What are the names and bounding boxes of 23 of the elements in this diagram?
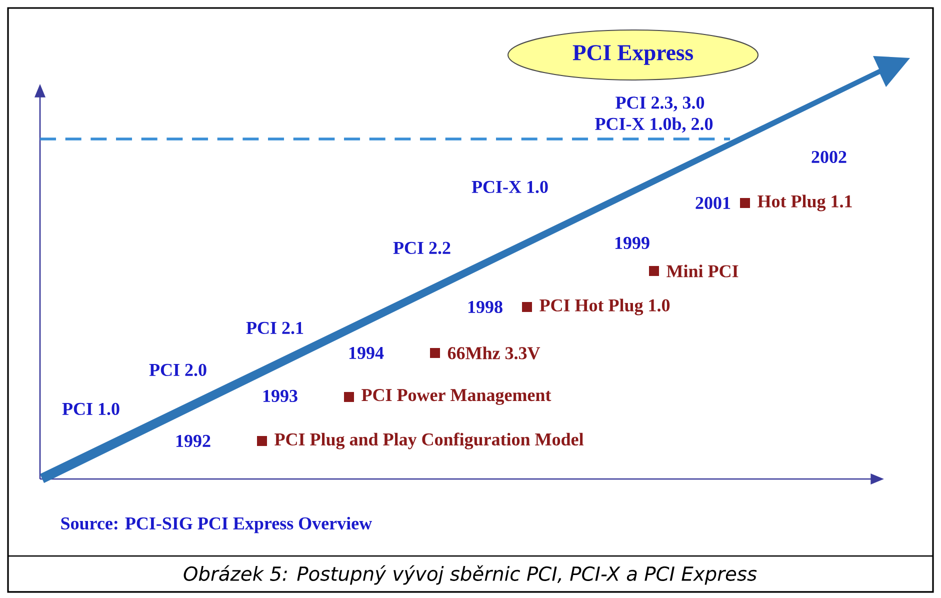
timeline-label: PCI-X 1.0b, 2.0	[595, 117, 713, 133]
timeline-label: PCI Hot Plug 1.0	[540, 298, 670, 316]
timeline-label: PCI Power Management	[362, 389, 552, 405]
timeline-label: Mini PCI	[666, 264, 738, 278]
timeline-label: PCI Plug and Play Configuration Model	[274, 432, 584, 450]
timeline-label: 66Mhz 3.3V	[448, 346, 540, 360]
timeline-label: 1994	[349, 346, 384, 360]
timeline-label: 1998	[468, 300, 502, 314]
timeline-label: 1993	[263, 390, 298, 402]
timeline-label: 1992	[176, 434, 210, 448]
timeline-label: Source: PCI-SIG PCI Express Overview	[61, 516, 372, 534]
ellipse-node: PCI Express	[507, 29, 759, 81]
timeline-label: PCI 1.0	[62, 402, 120, 416]
timeline-label: PCI 2.0	[149, 364, 206, 376]
caption: Obrázek 5: Postupný vývoj sběrnic PCI, PCI-X a PCI Express	[184, 565, 757, 585]
timeline-label: 1999	[615, 236, 650, 250]
timeline-label: Hot Plug 1.1	[758, 194, 852, 212]
timeline-label: PCI-X 1.0	[472, 180, 548, 194]
timeline-label: PCI 2.2	[393, 242, 450, 254]
timeline-label: 2002	[812, 150, 846, 164]
timeline-label: PCI 2.3, 3.0	[616, 96, 704, 112]
timeline-label: 2001	[696, 196, 730, 210]
timeline-label: PCI 2.1	[246, 322, 304, 334]
